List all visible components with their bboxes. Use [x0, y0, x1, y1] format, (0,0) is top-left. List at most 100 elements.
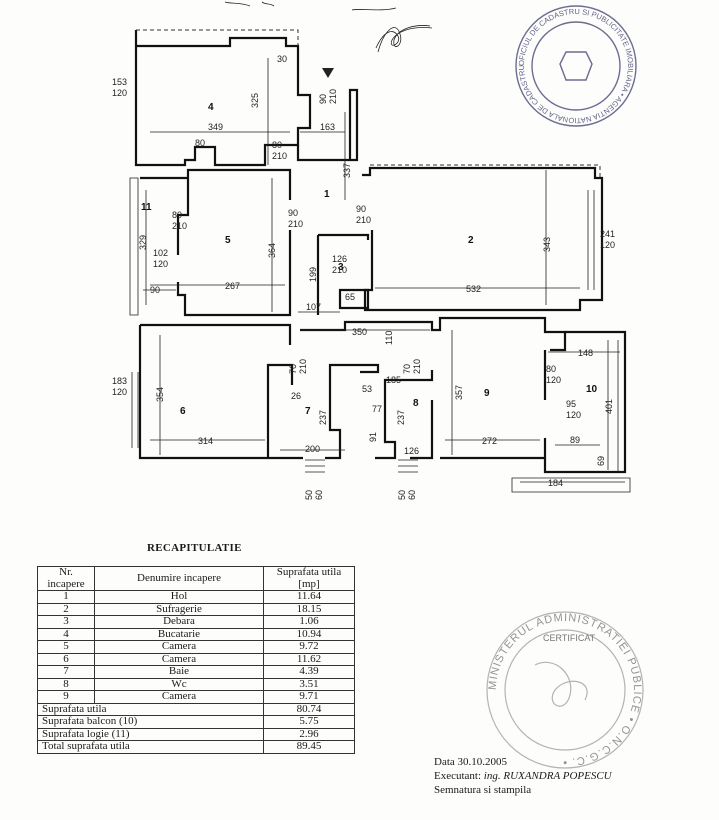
dim-label: 90 [318, 94, 328, 104]
cell-name: Camera [94, 690, 264, 704]
dim-label: 325 [250, 93, 260, 108]
cell-name: Debara [94, 615, 264, 629]
dim-label: 337 [342, 163, 352, 178]
dim-label: 126 [404, 446, 419, 456]
dim-label: 350 [352, 327, 367, 337]
total-row: Suprafata logie (11)2.96 [37, 727, 355, 741]
dim-label: 110 [384, 331, 394, 345]
dim-label: 349 [208, 122, 223, 132]
total-value: 89.45 [263, 740, 355, 754]
living-dash [370, 164, 601, 178]
dim-label: 50 [397, 490, 407, 500]
cell-nr: 6 [37, 652, 95, 666]
total-label: Total suprafata utila [37, 740, 264, 754]
total-value: 80.74 [263, 702, 355, 716]
dim-label: 153 [112, 77, 127, 87]
dim-label: 53 [362, 384, 372, 394]
dim-label: 401 [604, 399, 614, 414]
dim-label: 210 [332, 265, 347, 275]
room-number-9: 9 [484, 388, 490, 399]
total-label: Suprafata utila [37, 702, 264, 716]
executant-label: Executant: [434, 770, 482, 782]
dim-label: 354 [155, 387, 165, 402]
dim-label: 107 [306, 302, 321, 312]
dim-label: 89 [570, 435, 580, 445]
cell-name: Hol [94, 590, 264, 604]
dim-label: 329 [138, 235, 148, 250]
floor-plan: 1 2 3 4 5 6 7 8 9 10 11 153 120 325 349 … [0, 0, 637, 500]
room6-window [131, 372, 139, 448]
dim-label: 80 [272, 140, 282, 150]
footer-date: Data 30.10.2005 [434, 756, 508, 768]
dim-label: 69 [596, 456, 606, 466]
dim-label: 120 [153, 259, 168, 269]
cell-nr: 4 [37, 627, 95, 641]
dim-label: 120 [566, 410, 581, 420]
dim-label: 343 [542, 237, 552, 252]
dim-label: 126 [332, 254, 347, 264]
cell-nr: 2 [37, 602, 95, 616]
recap-table: Nr. incapere Denumire incapere Suprafata… [37, 566, 355, 754]
dim-label: 272 [482, 436, 497, 446]
cell-nr: 8 [37, 677, 95, 691]
cell-area: 11.62 [263, 652, 355, 666]
col-nr: Nr. incapere [37, 566, 95, 591]
room-number-2: 2 [468, 235, 474, 246]
wall-room5 [140, 168, 292, 317]
signature-scribble [377, 25, 431, 53]
footer-block: Data 30.10.2005 Executant: ing. RUXANDRA… [434, 755, 612, 797]
cell-name: Camera [94, 640, 264, 654]
dim-label: 26 [291, 391, 301, 401]
dim-label: 90 [150, 285, 160, 295]
col-area: Suprafata utila [mp] [263, 566, 355, 591]
dimension-labels: 153 120 325 349 163 90 210 80 210 80 30 … [112, 54, 615, 500]
official-stamp-cadastru: OFICIUL DE CADASTRU SI PUBLICITATE IMOBI… [0, 0, 637, 127]
dim-label: 60 [314, 490, 324, 500]
total-value: 2.96 [263, 727, 355, 741]
dim-label: 210 [172, 221, 187, 231]
dim-label: 90 [288, 208, 298, 218]
room-number-7: 7 [305, 406, 311, 417]
cell-name: Baie [94, 665, 264, 679]
dim-label: 200 [305, 444, 320, 454]
total-label: Suprafata logie (11) [37, 727, 264, 741]
col-name: Denumire incapere [94, 566, 264, 591]
dim-label: 80 [172, 210, 182, 220]
dim-label: 357 [454, 385, 464, 400]
cell-area: 11.64 [263, 590, 355, 604]
room-number-5: 5 [225, 235, 231, 246]
dim-label: 210 [328, 89, 338, 104]
entrance-arrow-icon [322, 68, 334, 78]
cell-area: 1.06 [263, 615, 355, 629]
dim-label: 90 [356, 204, 366, 214]
stamp-center-text: CERTIFICAT [543, 633, 596, 643]
dim-label: 210 [272, 151, 287, 161]
total-value: 5.75 [263, 715, 355, 729]
dim-label: 30 [277, 54, 287, 64]
cell-area: 4.39 [263, 665, 355, 679]
handwritten-signature [375, 27, 433, 49]
dim-label: 364 [267, 243, 277, 258]
cell-area: 3.51 [263, 677, 355, 691]
cell-area: 9.72 [263, 640, 355, 654]
cell-name: Wc [94, 677, 264, 691]
room-number-4: 4 [208, 102, 214, 113]
dim-label: 532 [466, 284, 481, 294]
room-number-11: 11 [141, 202, 152, 213]
dim-label: 120 [112, 88, 127, 98]
living-window [587, 190, 595, 290]
recap-title: RECAPITULATIE [147, 542, 242, 554]
total-row: Suprafata balcon (10)5.75 [37, 715, 355, 729]
dim-label: 163 [320, 122, 335, 132]
room-number-8: 8 [413, 398, 419, 409]
executant-name: ing. RUXANDRA POPESCU [483, 770, 612, 782]
footer-signature: Semnatura si stampila [434, 784, 532, 796]
dim-label: 120 [546, 375, 561, 385]
dim-label: 70 [402, 364, 412, 374]
